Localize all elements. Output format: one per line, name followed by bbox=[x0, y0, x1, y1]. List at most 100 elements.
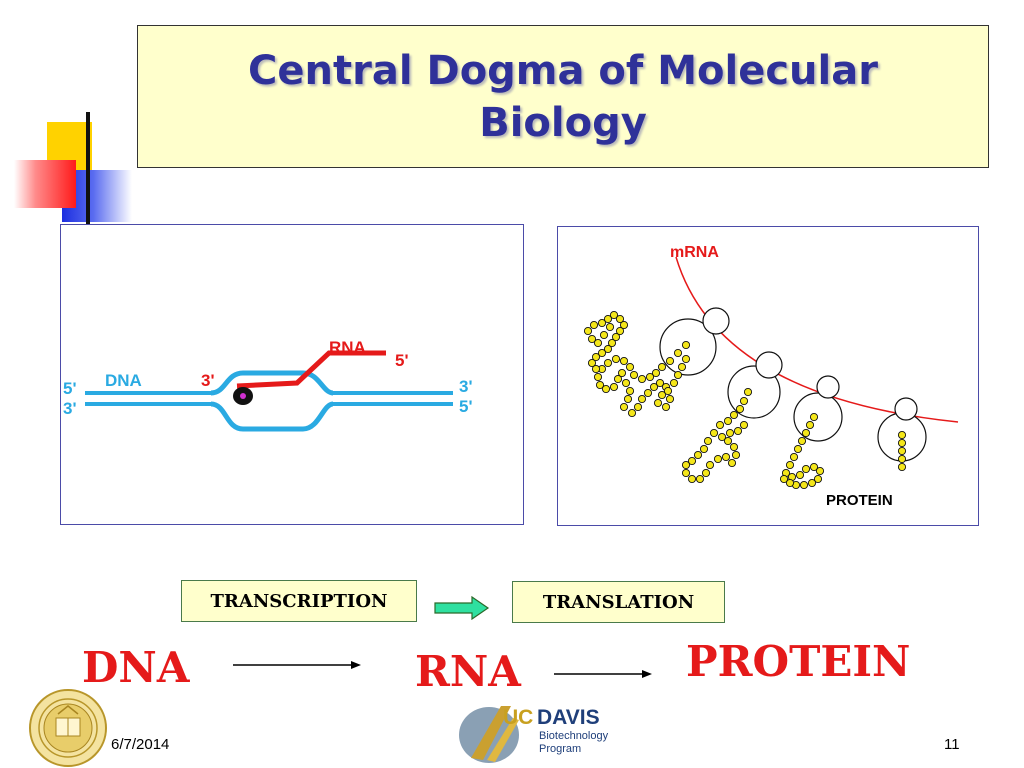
amino-acid-bead bbox=[603, 314, 613, 324]
amino-acid-bead bbox=[593, 338, 603, 348]
logo-uc-text: UC bbox=[503, 706, 533, 729]
amino-acid-bead bbox=[897, 446, 907, 456]
amino-acid-bead bbox=[785, 460, 795, 470]
amino-acid-bead bbox=[727, 458, 737, 468]
amino-acid-bead bbox=[587, 358, 597, 368]
amino-acid-bead bbox=[793, 444, 803, 454]
amino-acid-bead bbox=[779, 474, 789, 484]
amino-acid-bead bbox=[603, 344, 613, 354]
amino-acid-bead bbox=[665, 356, 675, 366]
amino-acid-bead bbox=[733, 426, 743, 436]
dna-word: DNA bbox=[82, 643, 190, 692]
rna-end-label: 5' bbox=[395, 351, 409, 370]
amino-acid-bead bbox=[681, 354, 691, 364]
amino-acid-bead bbox=[621, 378, 631, 388]
left-top-end-label: 5' bbox=[63, 379, 77, 398]
page-number: 11 bbox=[944, 736, 960, 753]
amino-acid-bead bbox=[681, 460, 691, 470]
amino-acid-bead bbox=[673, 370, 683, 380]
protein-label: PROTEIN bbox=[826, 492, 893, 509]
amino-acid-bead bbox=[687, 474, 697, 484]
amino-acid-bead bbox=[627, 408, 637, 418]
logo-helix bbox=[487, 718, 519, 762]
amino-acid-bead bbox=[583, 326, 593, 336]
right-bottom-end-label: 5' bbox=[459, 397, 473, 416]
translation-label: TRANSLATION bbox=[542, 591, 695, 613]
mrna-label: mRNA bbox=[670, 244, 719, 261]
amino-acid-bead bbox=[797, 436, 807, 446]
rna-start-label: 3' bbox=[201, 371, 215, 390]
amino-acid-bead bbox=[725, 428, 735, 438]
amino-acid-bead bbox=[655, 378, 665, 388]
translation-box: TRANSLATION bbox=[512, 581, 725, 623]
amino-acid-bead bbox=[799, 480, 809, 490]
amino-acid-bead bbox=[743, 387, 753, 397]
amino-acid-bead bbox=[785, 478, 795, 488]
transcription-label: TRANSCRIPTION bbox=[210, 590, 388, 612]
amino-acid-bead bbox=[729, 442, 739, 452]
amino-acid-bead bbox=[739, 420, 749, 430]
amino-acid-bead bbox=[637, 394, 647, 404]
amino-acid-bead bbox=[897, 462, 907, 472]
dna-transcription-panel: DNA RNA 5' 3' 3' 5' 3' 5' bbox=[60, 224, 524, 525]
amino-acid-bead bbox=[609, 382, 619, 392]
amino-acid-bead bbox=[669, 378, 679, 388]
ucdavis-logo: UC DAVIS Biotechnology Program bbox=[459, 706, 609, 763]
amino-acid-bead bbox=[587, 334, 597, 344]
amino-acid-bead bbox=[619, 320, 629, 330]
rna-label: RNA bbox=[329, 338, 366, 357]
amino-acid-bead bbox=[801, 428, 811, 438]
ribosome-small bbox=[755, 351, 783, 379]
amino-acid-bead bbox=[897, 430, 907, 440]
amino-acid-bead bbox=[595, 380, 605, 390]
amino-acid-bead bbox=[625, 362, 635, 372]
amino-acid-bead bbox=[607, 338, 617, 348]
dna-bubble-top bbox=[210, 370, 334, 396]
amino-acid-bead bbox=[807, 478, 817, 488]
amino-acid-bead bbox=[703, 436, 713, 446]
amino-acid-bead bbox=[657, 362, 667, 372]
amino-acid-bead bbox=[723, 436, 733, 446]
amino-acid-bead bbox=[693, 450, 703, 460]
amino-acid-bead bbox=[805, 420, 815, 430]
amino-acid-bead bbox=[603, 358, 613, 368]
dna-diagram: DNA RNA 5' 3' 3' 5' 3' 5' bbox=[63, 338, 473, 432]
right-top-end-label: 3' bbox=[459, 377, 473, 396]
amino-acid-bead bbox=[617, 368, 627, 378]
protein-diagram: mRNA PROTEIN bbox=[583, 244, 959, 509]
ribosome-large bbox=[727, 365, 781, 419]
amino-acid-bead bbox=[687, 456, 697, 466]
amino-acid-bead bbox=[717, 432, 727, 442]
amino-acid-bead bbox=[721, 452, 731, 462]
amino-acid-bead bbox=[599, 330, 609, 340]
title-box: Central Dogma of Molecular Biology bbox=[137, 25, 989, 168]
amino-acid-bead bbox=[815, 466, 825, 476]
amino-acid-bead bbox=[653, 398, 663, 408]
logo-davis-text: DAVIS bbox=[537, 706, 600, 729]
ribosome-small bbox=[894, 397, 918, 421]
translation-panel: mRNA PROTEIN bbox=[557, 226, 979, 526]
amino-acid-bead bbox=[739, 396, 749, 406]
footer-date: 6/7/2014 bbox=[111, 736, 170, 753]
arrow-right-icon bbox=[554, 670, 652, 678]
amino-acid-bead bbox=[709, 428, 719, 438]
amino-acid-bead bbox=[731, 450, 741, 460]
amino-acid-bead bbox=[591, 352, 601, 362]
decor-red-square bbox=[14, 160, 76, 208]
logo-helix bbox=[471, 706, 511, 760]
decor-vertical-line bbox=[86, 112, 90, 225]
amino-acid-bead bbox=[597, 348, 607, 358]
amino-acid-bead bbox=[613, 374, 623, 384]
amino-acid-bead bbox=[665, 394, 675, 404]
amino-acid-bead bbox=[699, 444, 709, 454]
amino-acid-bead bbox=[705, 460, 715, 470]
amino-acid-bead bbox=[677, 362, 687, 372]
rna-word: RNA bbox=[415, 647, 521, 696]
ribosome-small bbox=[816, 375, 840, 399]
amino-acid-bead bbox=[623, 394, 633, 404]
slide-title: Central Dogma of Molecular Biology bbox=[248, 47, 878, 146]
dna-bubble-bottom bbox=[210, 401, 334, 432]
arrow-right-icon bbox=[233, 661, 361, 669]
green-arrow-icon bbox=[434, 596, 490, 620]
amino-acid-bead bbox=[645, 372, 655, 382]
